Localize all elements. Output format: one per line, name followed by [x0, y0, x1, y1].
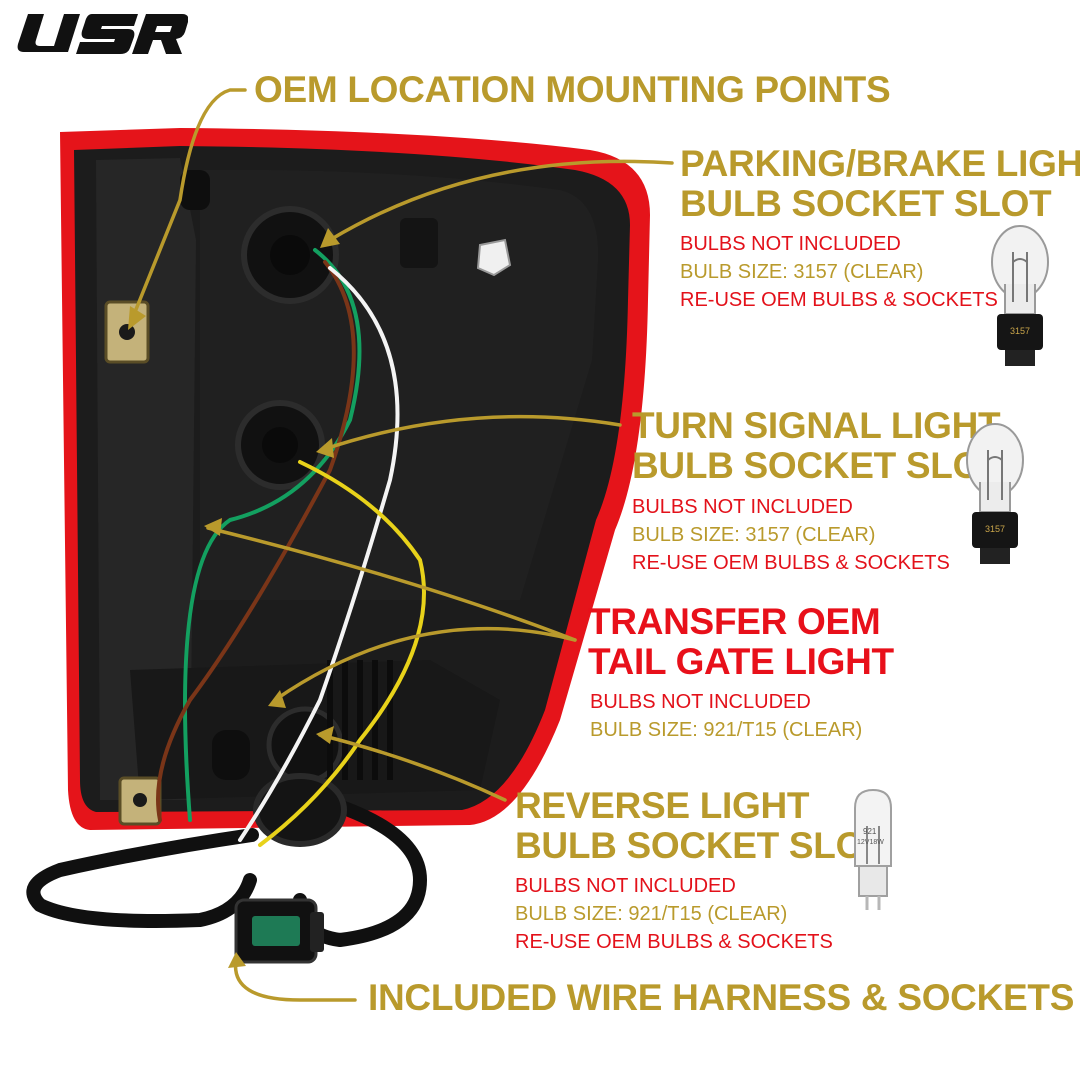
reverse-note-not-included: BULBS NOT INCLUDED — [515, 875, 736, 897]
turn-note-bulb-size: BULB SIZE: 3157 (CLEAR) — [632, 524, 876, 546]
bulb-3157-turn-label: 3157 — [985, 524, 1005, 534]
tailgate-note-not-included: BULBS NOT INCLUDED — [590, 691, 811, 713]
bulb-921-label-line2: 12V18W — [857, 839, 884, 846]
reverse-callout-title: REVERSE LIGHT BULB SOCKET SLOT — [515, 785, 887, 866]
arrow-parking — [328, 159, 674, 242]
arrow-mounting — [133, 88, 247, 314]
arrow-turn — [320, 414, 622, 452]
turn-callout-title: TURN SIGNAL LIGHT BULB SOCKET SLOT — [632, 405, 1004, 486]
turn-title-line1: TURN SIGNAL LIGHT — [632, 405, 1001, 446]
wire-green — [183, 248, 362, 822]
usr-logo — [17, 14, 188, 54]
bulb-921-label-line1: 921 — [863, 827, 877, 836]
bulb-921-image: 921 12V18W — [854, 788, 892, 910]
bulb-3157-parking-image: 3157 — [991, 225, 1049, 366]
parking-title-line1: PARKING/BRAKE LIGHT — [680, 143, 1080, 184]
parking-note-reuse: RE-USE OEM BULBS & SOCKETS — [680, 289, 998, 311]
arrow-tailgate-2 — [273, 626, 577, 702]
tailgate-note-bulb-size: BULB SIZE: 921/T15 (CLEAR) — [590, 719, 863, 741]
parking-note-not-included: BULBS NOT INCLUDED — [680, 233, 901, 255]
reverse-note-bulb-size: BULB SIZE: 921/T15 (CLEAR) — [515, 903, 788, 925]
mounting-callout-title: OEM LOCATION MOUNTING POINTS — [254, 69, 891, 110]
arrow-tailgate-1 — [206, 526, 577, 642]
tailgate-callout-title: TRANSFER OEM TAIL GATE LIGHT — [588, 602, 894, 682]
wire-yellow — [258, 460, 426, 847]
reverse-note-reuse: RE-USE OEM BULBS & SOCKETS — [515, 931, 833, 953]
bulb-3157-parking-label: 3157 — [1010, 326, 1030, 336]
bulb-3157-turn-image: 3157 — [966, 423, 1024, 564]
tailgate-title-line1: TRANSFER OEM — [588, 601, 881, 642]
parking-note-bulb-size: BULB SIZE: 3157 (CLEAR) — [680, 261, 924, 283]
wire-brown — [156, 260, 356, 822]
reverse-title-line2: BULB SOCKET SLOT — [515, 825, 887, 866]
harness-callout-title: INCLUDED WIRE HARNESS & SOCKETS — [368, 977, 1075, 1018]
parking-title-line2: BULB SOCKET SLOT — [680, 183, 1052, 224]
wire-white — [238, 266, 400, 842]
tailgate-title-line2: TAIL GATE LIGHT — [588, 641, 894, 682]
reverse-title-line1: REVERSE LIGHT — [515, 785, 810, 826]
parking-callout-title: PARKING/BRAKE LIGHT BULB SOCKET SLOT — [680, 144, 1080, 224]
turn-title-line2: BULB SOCKET SLOT — [632, 445, 1004, 486]
arrow-harness — [233, 958, 357, 1002]
turn-note-not-included: BULBS NOT INCLUDED — [632, 496, 853, 518]
arrow-reverse — [318, 733, 507, 802]
turn-note-reuse: RE-USE OEM BULBS & SOCKETS — [632, 552, 950, 574]
